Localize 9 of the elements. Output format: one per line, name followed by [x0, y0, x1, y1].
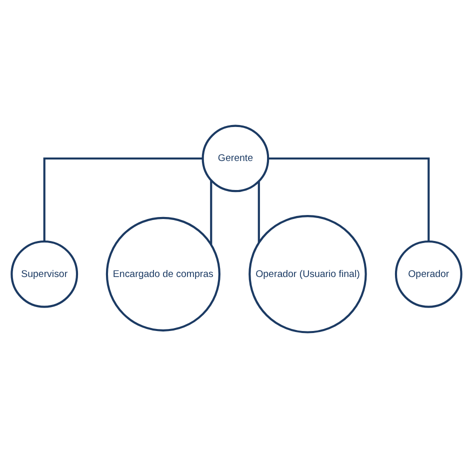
node-circle: Encargado de compras: [106, 216, 220, 332]
node-circle: Gerente: [202, 124, 270, 192]
node-circle: Operador (Usuario final): [248, 215, 367, 334]
connector: [258, 181, 260, 243]
node-circle: Operador: [394, 240, 462, 308]
connector: [210, 180, 212, 245]
node-circle: Supervisor: [10, 240, 78, 308]
connector: [268, 157, 430, 242]
connector: [43, 157, 203, 242]
